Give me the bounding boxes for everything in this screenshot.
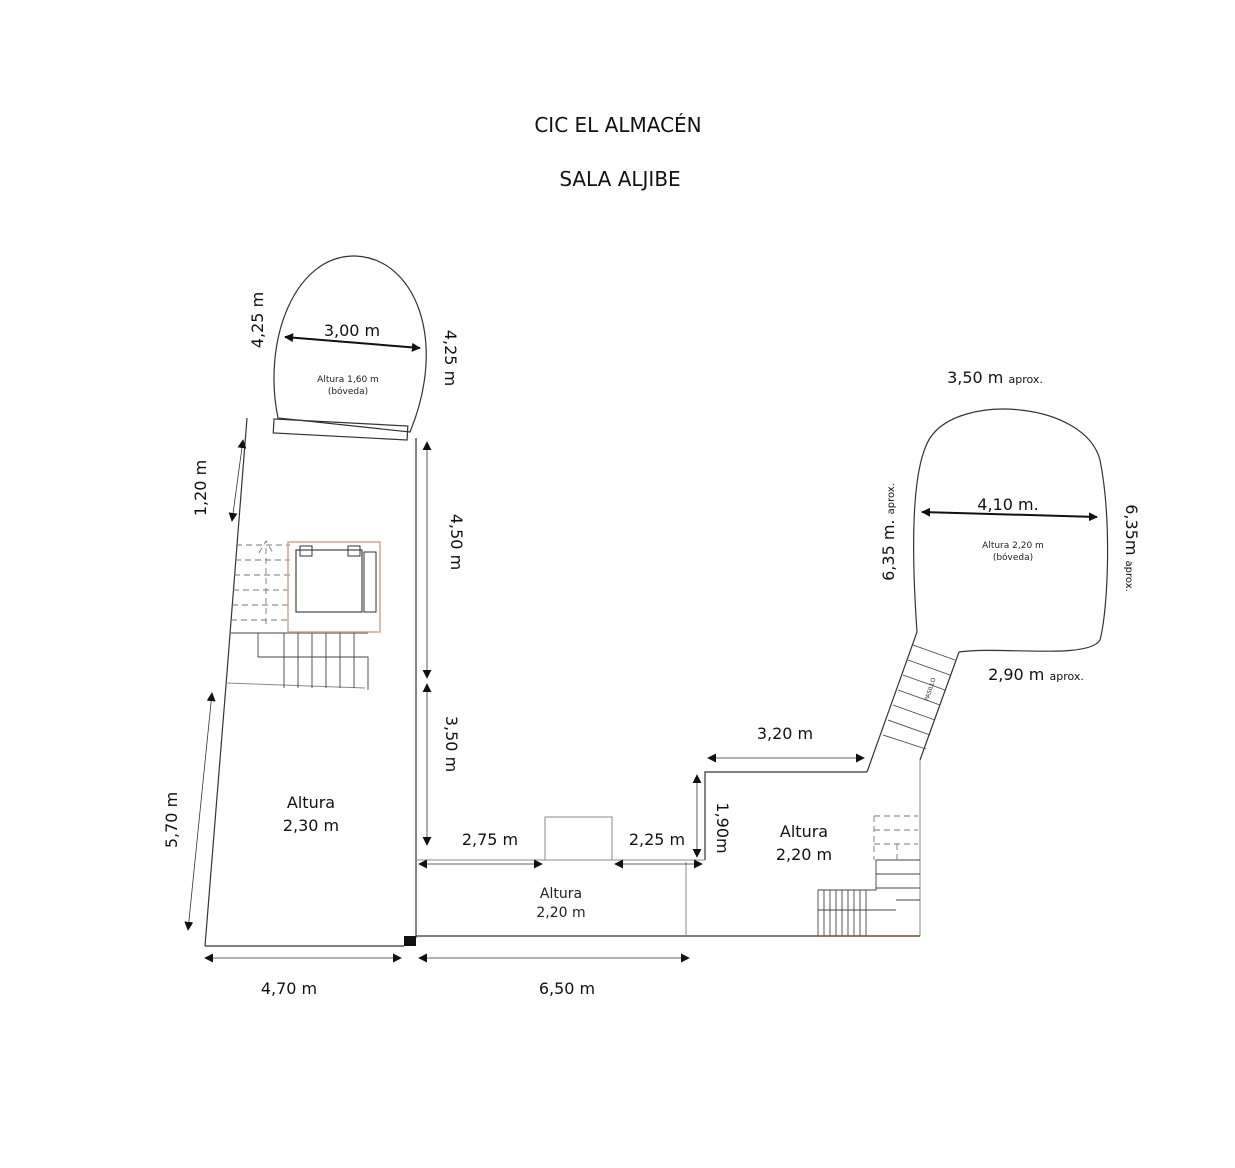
large-vault-right-label: 6,35m aprox. <box>1122 504 1141 592</box>
small-vault-right-depth: 4,25 m <box>441 330 460 386</box>
large-vault-top-approx: aprox. <box>1008 373 1042 386</box>
large-vault-right-value: 6,35m <box>1122 504 1141 555</box>
plan-title: CIC EL ALMACÉN <box>534 113 701 137</box>
right-hall-height-line1: Altura <box>780 822 828 841</box>
corridor: PASILLO <box>866 631 960 773</box>
right-hall-wall <box>704 771 867 860</box>
right-hall-height-line2: 2,20 m <box>776 845 832 864</box>
large-vault-top-value: 3,50 m <box>947 368 1003 387</box>
left-staircase <box>231 540 369 690</box>
large-vault-type: (bóveda) <box>993 552 1033 563</box>
left-hall-height-line1: Altura <box>287 793 335 812</box>
left-hall-height-line2: 2,30 m <box>283 816 339 835</box>
step-height-label: 1,90m <box>713 802 732 853</box>
small-vault-height: Altura 1,60 m <box>317 375 379 385</box>
large-vault-outline <box>913 408 1109 653</box>
small-vault-width-arrow <box>284 333 421 352</box>
lower-left-depth-arrow <box>184 692 216 931</box>
bottom-center-width-label: 6,50 m <box>539 979 595 998</box>
large-vault-right-approx: aprox. <box>1123 561 1134 592</box>
center-hall-height-line2: 2,20 m <box>536 905 585 921</box>
upper-left-depth-label: 1,20 m <box>191 460 210 516</box>
large-vault-left-label: 6,35 m. aprox. <box>879 483 898 581</box>
large-vault-width-label: 4,10 m. <box>977 495 1038 514</box>
center-hall-height-line1: Altura <box>540 886 582 902</box>
large-vault-left-approx: aprox. <box>886 483 897 514</box>
lower-left-depth-label: 5,70 m <box>162 792 181 848</box>
left-hall-wall-left <box>204 417 248 947</box>
plan-subtitle: SALA ALJIBE <box>559 167 680 191</box>
large-vault-top-label: 3,50 m aprox. <box>947 368 1043 387</box>
small-vault-outline <box>273 255 427 433</box>
mid-right-depth-label: 3,50 m <box>442 716 461 772</box>
small-vault-left-depth: 4,25 m <box>248 292 267 348</box>
upper-right-depth-label: 4,50 m <box>447 514 466 570</box>
large-vault-bottom-approx: aprox. <box>1049 670 1083 683</box>
right-top-width-label: 3,20 m <box>757 724 813 743</box>
large-vault-bottom-label: 2,90 m aprox. <box>988 665 1084 684</box>
large-vault-left-value: 6,35 m. <box>879 519 898 580</box>
small-vault-width-label: 3,00 m <box>324 321 380 340</box>
upper-left-depth-arrow <box>228 439 247 522</box>
center-hall-column <box>544 816 613 861</box>
small-vault-type: (bóveda) <box>328 386 368 397</box>
small-vault-threshold <box>272 418 409 441</box>
large-vault-bottom-value: 2,90 m <box>988 665 1044 684</box>
right-staircase <box>817 815 920 937</box>
large-vault-height: Altura 2,20 m <box>982 541 1044 551</box>
left-hall-divider <box>225 682 366 689</box>
center-right-width-label: 2,25 m <box>629 830 685 849</box>
center-left-width-label: 2,75 m <box>462 830 518 849</box>
corridor-label: PASILLO <box>924 677 938 702</box>
large-vault-width-arrow <box>921 507 1098 522</box>
bottom-left-width-label: 4,70 m <box>261 979 317 998</box>
corner-column <box>404 936 416 946</box>
elevator-shaft <box>287 541 381 633</box>
